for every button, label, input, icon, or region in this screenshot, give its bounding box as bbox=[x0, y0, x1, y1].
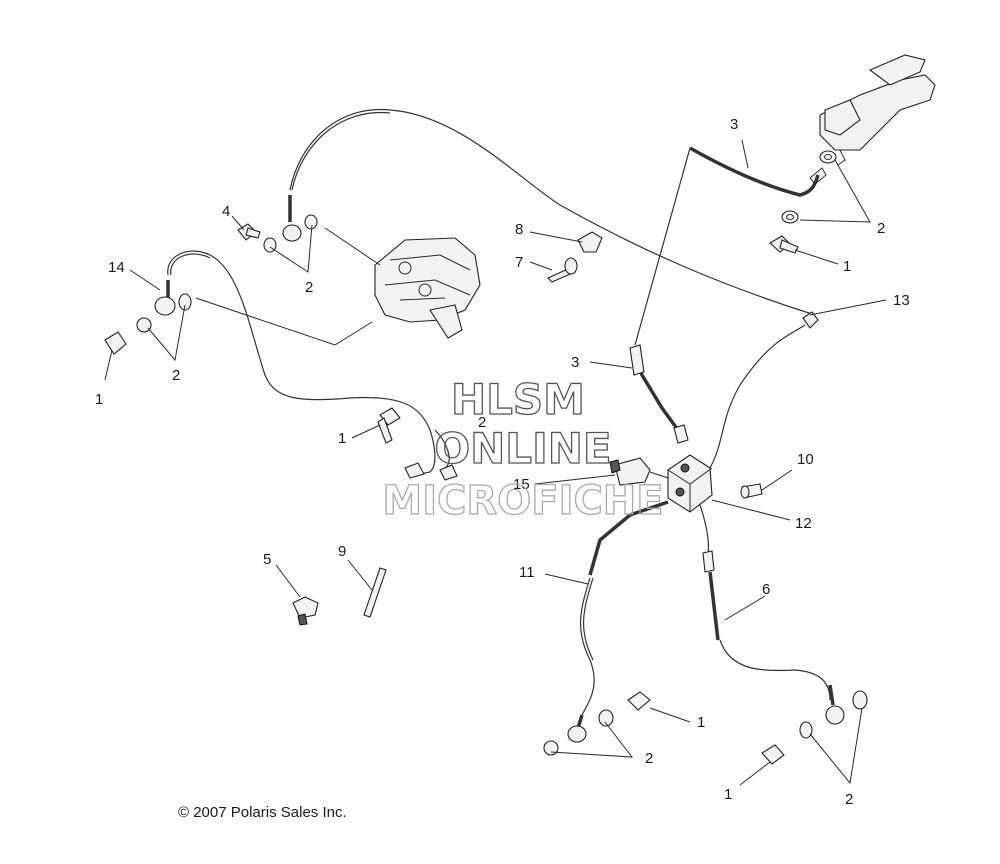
brake-caliper bbox=[374, 237, 481, 339]
callout-1-lower-right: 1 bbox=[724, 786, 732, 803]
callout-1-lower-center: 1 bbox=[697, 714, 705, 731]
callout-1-left: 1 bbox=[95, 391, 103, 408]
callout-11: 11 bbox=[519, 564, 535, 581]
brake-hose-6 bbox=[699, 504, 710, 556]
brake-hose-11 bbox=[588, 500, 669, 576]
bolt-lower-left bbox=[627, 691, 651, 711]
callout-8: 8 bbox=[515, 221, 523, 238]
callout-2-center: 2 bbox=[478, 414, 486, 431]
callout-13: 13 bbox=[893, 292, 910, 309]
brake-line-to-13 bbox=[709, 324, 806, 469]
clip-8 bbox=[577, 231, 603, 253]
master-cylinder-assembly bbox=[819, 54, 936, 166]
brake-line-13 bbox=[289, 108, 816, 316]
callout-14: 14 bbox=[108, 259, 125, 276]
callout-6: 6 bbox=[762, 581, 770, 598]
watermark-line-3: MICROFICHE bbox=[382, 478, 663, 524]
callout-2-upper-left: 2 bbox=[305, 279, 313, 296]
leader-lines bbox=[104, 139, 887, 786]
copyright-notice: © 2007 Polaris Sales Inc. bbox=[178, 804, 347, 821]
callout-9: 9 bbox=[338, 543, 346, 560]
brake-switch-15 bbox=[609, 457, 669, 486]
callout-5: 5 bbox=[263, 551, 271, 568]
banjo-bolt-top bbox=[769, 235, 799, 254]
banjo-fitting-upper bbox=[237, 195, 318, 253]
callout-2-lower-right: 2 bbox=[845, 791, 853, 808]
callout-2-left: 2 bbox=[172, 367, 180, 384]
distribution-block-12 bbox=[667, 454, 713, 513]
callout-2-upper-right: 2 bbox=[877, 220, 885, 237]
washer-pair-top bbox=[781, 150, 837, 224]
callout-12: 12 bbox=[795, 515, 812, 532]
callout-1-center: 1 bbox=[338, 430, 346, 447]
callout-2-lower-center: 2 bbox=[645, 750, 653, 767]
brake-hose-3-lower bbox=[634, 147, 691, 346]
watermark-line-2: ONLINE bbox=[434, 424, 611, 473]
watermark: HLSM ONLINE MICROFICHE bbox=[382, 374, 665, 524]
callout-3-upper: 3 bbox=[730, 116, 738, 133]
bolt-lower-right bbox=[761, 744, 785, 765]
callout-4: 4 bbox=[222, 203, 230, 220]
brake-hose-3-upper bbox=[689, 146, 820, 197]
callout-7: 7 bbox=[515, 254, 523, 271]
watermark-line-1: HLSM bbox=[451, 375, 585, 424]
callout-15: 15 bbox=[513, 476, 530, 493]
brake-hose-14 bbox=[167, 250, 431, 431]
cable-tie-9 bbox=[363, 567, 387, 618]
callout-1-upper-right: 1 bbox=[843, 258, 851, 275]
callout-3-lower: 3 bbox=[571, 354, 579, 371]
callout-10: 10 bbox=[797, 451, 814, 468]
bolt-left bbox=[104, 331, 127, 355]
